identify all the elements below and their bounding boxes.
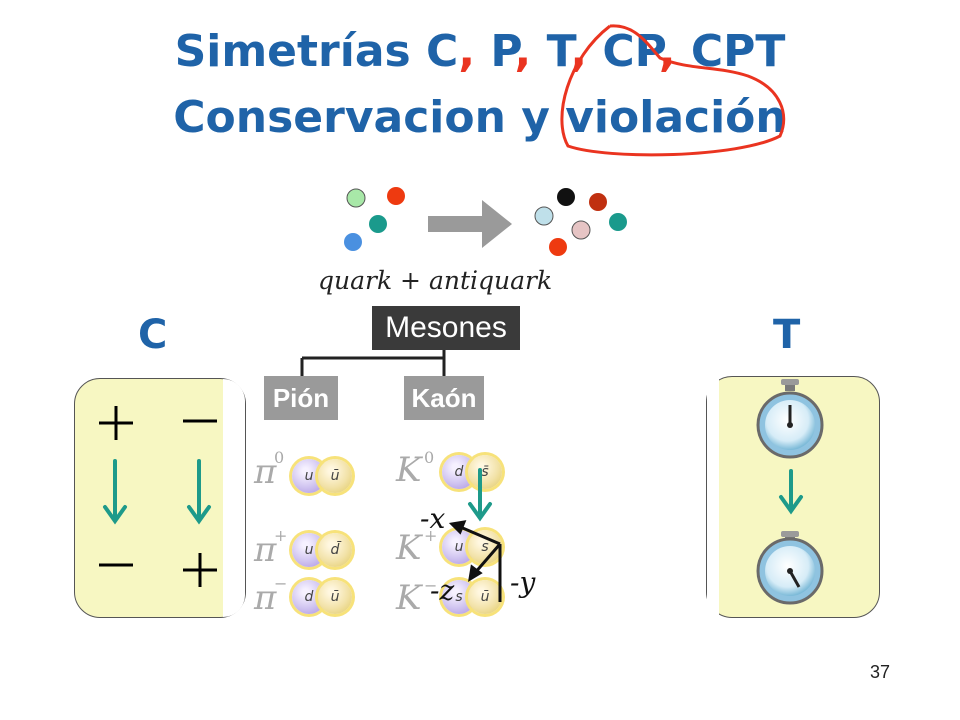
pi-plus-symbol: π+	[254, 526, 288, 570]
axis-label-z: -z	[430, 574, 455, 607]
stopwatch-icon	[756, 531, 824, 605]
antiquark-ball: s̄	[468, 455, 502, 489]
red-circle-annotation	[560, 24, 786, 157]
particle-dot	[387, 187, 405, 205]
title-part-2: P	[475, 26, 515, 77]
particle-dot	[549, 238, 567, 256]
axis-label-x: -x	[420, 502, 446, 535]
stopwatch-icon	[756, 379, 824, 459]
kaon-box: Kaón	[404, 376, 484, 420]
page-number: 37	[869, 662, 890, 682]
t-panel-graphic	[756, 379, 824, 605]
particle-reaction-graphic	[344, 187, 627, 256]
pion-box: Pión	[264, 376, 338, 420]
down-arrow-icon	[103, 459, 127, 525]
mesones-box: Mesones	[372, 306, 520, 350]
right-arrow-icon	[428, 200, 512, 248]
antiquark-ball: ū	[318, 459, 352, 493]
label-c: C	[138, 312, 168, 358]
title-comma-1: ,	[458, 26, 476, 77]
title-comma-2: ,	[514, 26, 532, 77]
down-arrow-icon	[187, 459, 211, 525]
plus-sign-bottom-right	[183, 553, 217, 587]
title-comma-3: ,	[570, 26, 588, 77]
particle-dot	[557, 188, 575, 206]
antiquark-ball: ū	[468, 580, 502, 614]
c-panel-graphic	[99, 406, 217, 587]
title-part-3: T	[531, 26, 571, 77]
particle-dot	[346, 188, 366, 208]
down-arrow-icon	[779, 469, 803, 515]
parity-axes-graphic	[448, 468, 502, 602]
title-comma-4: ,	[658, 26, 676, 77]
antiquark-ball: d̄	[318, 533, 352, 567]
title-part-1: Simetrías C	[174, 26, 459, 77]
down-arrow-icon	[468, 468, 492, 522]
quark-antiquark-label: quark + antiquark	[318, 266, 553, 295]
time-reversal-panel	[706, 376, 880, 618]
k-plus-symbol: K+	[396, 526, 438, 568]
particle-dot	[571, 220, 591, 240]
particle-dot	[609, 213, 627, 231]
plus-sign-top-left	[99, 406, 133, 440]
antiquark-ball: ū	[318, 580, 352, 614]
pi-minus-symbol: π−	[254, 574, 288, 618]
particle-dot	[369, 215, 387, 233]
title-part-4: CP	[587, 26, 659, 77]
k-minus-symbol: K−	[396, 576, 438, 618]
particle-dot	[589, 193, 607, 211]
label-t: T	[773, 312, 801, 358]
charge-conjugation-panel	[74, 378, 246, 618]
particle-dot	[534, 206, 554, 226]
particle-dot	[344, 233, 362, 251]
title-line-1: Simetrías C, P, T, CP, CPT	[0, 26, 960, 77]
axis-lines	[448, 520, 502, 602]
axis-label-y: -y	[510, 566, 536, 599]
title-line-2: Conservacion y violación	[173, 92, 787, 143]
